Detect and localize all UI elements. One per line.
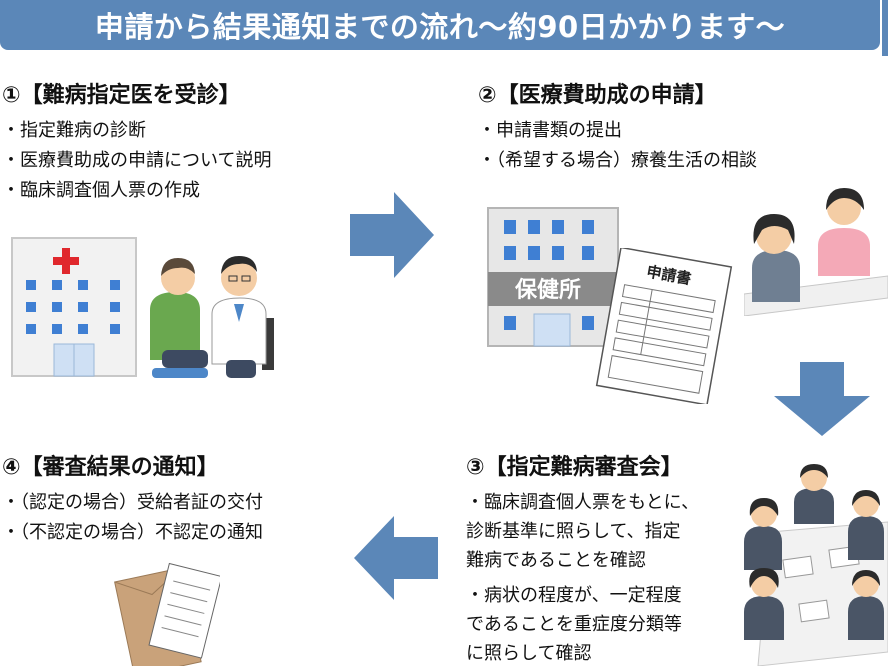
step-4-bullets: ・（認定の場合）受給者証の交付 ・（不認定の場合）不認定の通知 [2,488,263,548]
arrow-left-icon [354,516,438,600]
patient-icon [150,258,208,378]
step-3-line: に照らして確認 [466,643,592,664]
step-3-section: ③【指定難病審査会】 ・臨床調査個人票をもとに、 診断基準に照らして、指定 難病… [466,454,699,668]
hospital-icon [11,237,137,377]
step-3-title: ③【指定難病審査会】 [466,455,683,480]
step-1-title: ①【難病指定医を受診】 [2,83,241,108]
step-2-title: ②【医療費助成の申請】 [478,83,717,108]
step-3-desc-1: ・臨床調査個人票をもとに、 診断基準に照らして、指定 難病であることを確認 [466,488,699,575]
step-1-section: ①【難病指定医を受診】 ・指定難病の診断 ・医療費助成の申請について説明 ・臨床… [2,82,271,206]
doctor-icon [211,256,274,378]
step-1-bullet: ・指定難病の診断 [2,120,146,141]
doctor-consultation-illustration [150,256,274,378]
arrow-right-icon [350,192,434,278]
step-3-line: ・臨床調査個人票をもとに、 [466,492,700,513]
step-2-bullet: ・申請書類の提出 [478,120,622,141]
header-banner: 申請から結果通知までの流れ〜約90日かかります〜 [0,0,880,50]
envelope-document-icon [114,562,220,666]
step-4-title: ④【審査結果の通知】 [2,455,219,480]
banner-edge [882,0,888,56]
banner-title: 申請から結果通知までの流れ〜約90日かかります〜 [94,10,786,44]
step-4-bullet: ・（認定の場合）受給者証の交付 [2,492,263,513]
step-2-bullet: ・（希望する場合）療養生活の相談 [478,150,757,171]
committee-meeting-icon [744,464,888,666]
consultation-icon [744,188,888,316]
step-1-bullet: ・医療費助成の申請について説明 [2,150,272,171]
step-3-line: ・病状の程度が、一定程度 [466,585,682,606]
application-form-icon: 申請書 [595,248,733,404]
health-center-icon: 保健所 [487,207,632,347]
arrow-down-icon [774,362,870,436]
step-3-desc-2: ・病状の程度が、一定程度 であることを重症度分類等 に照らして確認 [466,581,699,668]
step-1-bullets: ・指定難病の診断 ・医療費助成の申請について説明 ・臨床調査個人票の作成 [2,116,271,206]
step-2-bullets: ・申請書類の提出 ・（希望する場合）療養生活の相談 [478,116,757,176]
health-center-sign: 保健所 [514,277,581,303]
step-4-section: ④【審査結果の通知】 ・（認定の場合）受給者証の交付 ・（不認定の場合）不認定の… [2,454,263,548]
step-3-line: 診断基準に照らして、指定 [466,521,681,542]
step-3-line: 難病であることを確認 [466,550,646,571]
step-3-line: であることを重症度分類等 [466,614,682,635]
step-1-bullet: ・臨床調査個人票の作成 [2,180,200,201]
step-2-section: ②【医療費助成の申請】 ・申請書類の提出 ・（希望する場合）療養生活の相談 [478,82,757,176]
step-4-bullet: ・（不認定の場合）不認定の通知 [2,522,263,543]
